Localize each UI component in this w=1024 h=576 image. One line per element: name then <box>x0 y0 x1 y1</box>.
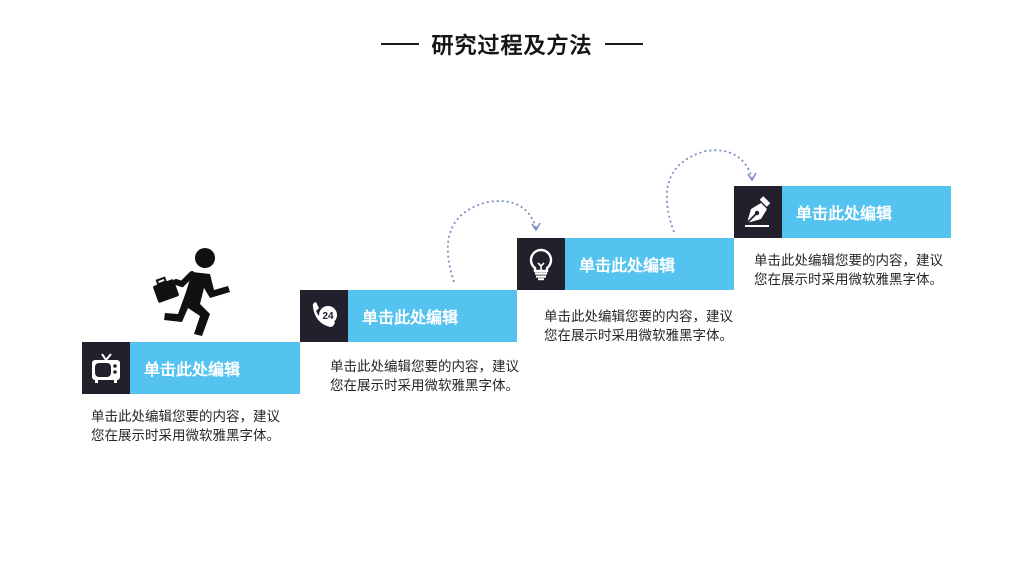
page-title: 研究过程及方法 <box>431 34 593 59</box>
arrow-arc-3-to-4 <box>665 149 757 233</box>
arrow-arc-2-to-3 <box>446 200 541 283</box>
step-3-description: 单击此处编辑您要的内容，建议您在展示时采用微软雅黑字体。 <box>544 309 733 344</box>
svg-text:24: 24 <box>322 311 334 322</box>
title-bar: 研究过程及方法 <box>0 28 1024 60</box>
step-4-label: 单击此处编辑 <box>782 186 951 238</box>
step-1-icon-box <box>82 342 130 394</box>
step-4-icon-box <box>734 186 782 238</box>
step-2[interactable]: 24 单击此处编辑 <box>300 290 517 342</box>
step-2-description: 单击此处编辑您要的内容，建议您在展示时采用微软雅黑字体。 <box>330 359 519 394</box>
lightbulb-icon <box>529 248 553 281</box>
step-3-label: 单击此处编辑 <box>565 238 734 290</box>
step-1-label: 单击此处编辑 <box>130 342 300 394</box>
step-4-description: 单击此处编辑您要的内容，建议您在展示时采用微软雅黑字体。 <box>754 253 943 288</box>
step-4[interactable]: 单击此处编辑 <box>734 186 951 238</box>
step-2-label: 单击此处编辑 <box>348 290 517 342</box>
tv-icon <box>92 353 120 383</box>
step-3-icon-box <box>517 238 565 290</box>
title-line-left <box>381 43 420 45</box>
title-line-right <box>604 43 643 45</box>
step-1[interactable]: 单击此处编辑 <box>82 342 300 394</box>
pen-nib-icon <box>745 196 771 227</box>
running-businessman-icon <box>153 248 230 336</box>
step-3[interactable]: 单击此处编辑 <box>517 238 734 290</box>
step-1-description: 单击此处编辑您要的内容，建议您在展示时采用微软雅黑字体。 <box>91 409 280 444</box>
step-2-icon-box: 24 <box>300 290 348 342</box>
phone-24h-icon: 24 <box>312 302 337 327</box>
